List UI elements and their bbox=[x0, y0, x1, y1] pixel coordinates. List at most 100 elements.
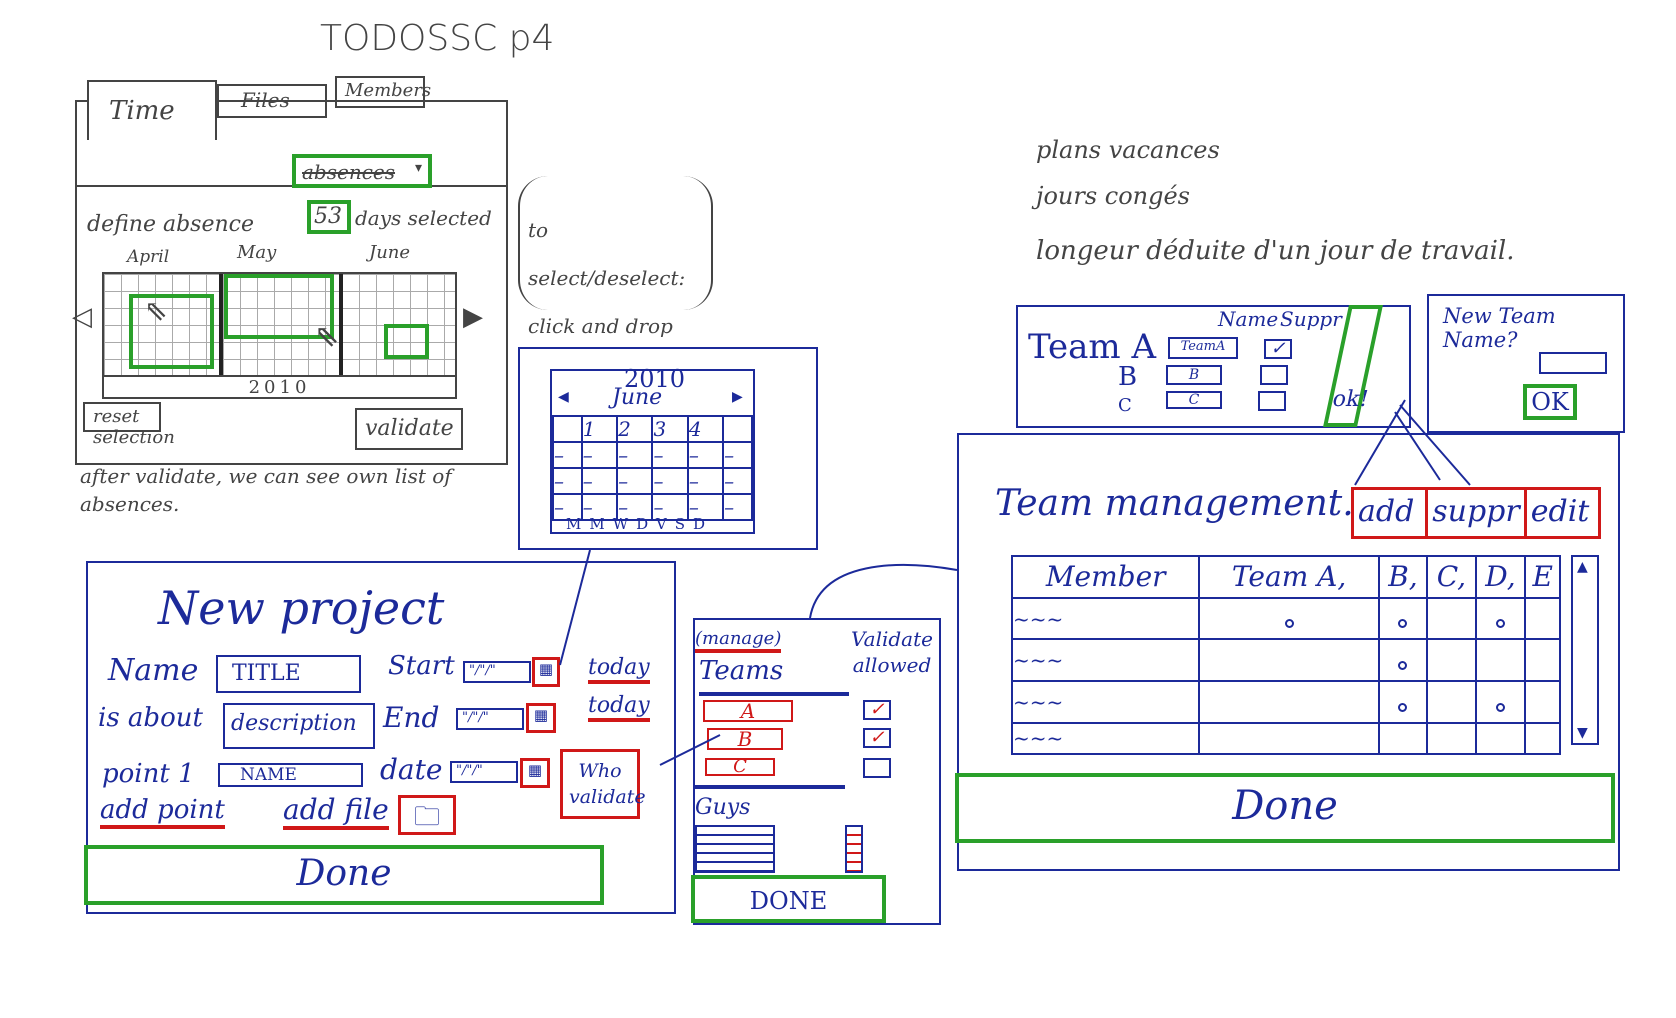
tab-time[interactable]: Time bbox=[87, 80, 217, 140]
scroll-up-icon[interactable]: ▲ bbox=[1577, 559, 1588, 575]
point-input[interactable]: NAME bbox=[218, 763, 363, 787]
table-row[interactable]: ~~~ bbox=[1010, 680, 1561, 724]
french-note-1: plans vacances bbox=[1036, 136, 1220, 164]
team-name-input[interactable]: TeamA bbox=[1168, 337, 1238, 359]
picker-next-icon[interactable]: ▶ bbox=[732, 389, 743, 405]
add-team-button[interactable]: add bbox=[1354, 490, 1429, 536]
absences-dropdown[interactable]: absences▾ bbox=[292, 154, 432, 188]
membership-cell[interactable] bbox=[1426, 638, 1477, 683]
table-header-row: Member Team A, B, C, D, E bbox=[1010, 555, 1561, 599]
day-cell[interactable]: 2 bbox=[616, 415, 654, 443]
table-row[interactable]: ~~~ bbox=[1010, 721, 1561, 756]
guys-checkboxes[interactable] bbox=[845, 825, 863, 873]
membership-cell[interactable] bbox=[1474, 680, 1527, 724]
validate-checkbox[interactable] bbox=[863, 758, 891, 778]
end-date-input[interactable]: "/"/" bbox=[456, 708, 524, 730]
membership-cell[interactable] bbox=[1198, 596, 1380, 641]
suppr-team-button[interactable]: suppr bbox=[1428, 490, 1527, 536]
name-input[interactable]: TITLE bbox=[216, 655, 361, 693]
new-team-ok-button[interactable]: OK bbox=[1523, 384, 1577, 420]
day-cell[interactable]: 4 bbox=[686, 415, 725, 443]
suppr-header: Suppr bbox=[1280, 307, 1342, 331]
calendar-icon[interactable]: ▦ bbox=[526, 703, 556, 733]
day-cell[interactable]: 1 bbox=[580, 415, 619, 443]
tab-files[interactable]: Files bbox=[217, 84, 327, 118]
team-management-done-button[interactable]: Done bbox=[955, 773, 1615, 843]
membership-cell[interactable] bbox=[1377, 680, 1429, 724]
folder-icon[interactable]: 🗀 bbox=[398, 795, 456, 835]
new-project-done-button[interactable]: Done bbox=[84, 845, 604, 905]
membership-cell[interactable] bbox=[1524, 638, 1561, 683]
team-item[interactable]: A bbox=[703, 700, 793, 722]
edit-team-button[interactable]: edit bbox=[1530, 494, 1590, 529]
membership-cell[interactable] bbox=[1198, 638, 1380, 683]
new-project-panel: New project Name TITLE is about descript… bbox=[84, 561, 676, 914]
point-date-input[interactable]: "/"/" bbox=[450, 761, 518, 783]
add-file-link[interactable]: add file bbox=[283, 793, 389, 830]
start-label: Start bbox=[388, 651, 455, 681]
guys-label: Guys bbox=[695, 795, 751, 820]
new-team-name-input[interactable] bbox=[1539, 352, 1607, 374]
membership-cell[interactable] bbox=[1198, 721, 1380, 756]
new-team-dialog: New Team Name? OK bbox=[1427, 294, 1625, 433]
prev-arrow-icon[interactable]: ◁ bbox=[72, 302, 92, 332]
selection-block bbox=[129, 294, 214, 369]
connector-line bbox=[659, 734, 721, 766]
suppr-checkbox[interactable] bbox=[1260, 365, 1288, 385]
calendar-icon[interactable]: ▦ bbox=[520, 758, 550, 788]
about-input[interactable]: description bbox=[223, 703, 375, 749]
table-row[interactable]: ~~~ bbox=[1010, 596, 1561, 641]
table-scrollbar[interactable]: ▲ ▼ bbox=[1571, 555, 1599, 745]
scroll-down-icon[interactable]: ▼ bbox=[1577, 725, 1588, 741]
next-arrow-icon[interactable]: ▶ bbox=[463, 302, 483, 332]
membership-cell[interactable] bbox=[1474, 638, 1527, 683]
team-item[interactable]: C bbox=[705, 758, 775, 776]
team-name-input[interactable]: B bbox=[1166, 365, 1222, 385]
define-absence-label: define absence bbox=[87, 212, 254, 237]
guys-list[interactable] bbox=[695, 825, 775, 873]
team-name-input[interactable]: C bbox=[1166, 391, 1222, 409]
membership-cell[interactable] bbox=[1524, 680, 1561, 724]
reset-button[interactable]: reset selection bbox=[83, 402, 175, 448]
membership-cell[interactable] bbox=[1474, 596, 1527, 641]
validate-button[interactable]: validate bbox=[355, 408, 463, 450]
add-point-link[interactable]: add point bbox=[100, 795, 225, 829]
team-item[interactable]: B bbox=[707, 728, 783, 750]
membership-cell[interactable] bbox=[1377, 638, 1429, 683]
team-actions: add suppr edit bbox=[1351, 487, 1601, 539]
manage-teams-link[interactable]: (manage) bbox=[695, 628, 782, 653]
column-header: Member bbox=[1010, 555, 1201, 599]
end-today-link[interactable]: today bbox=[588, 693, 650, 722]
who-validate-button[interactable]: Who validate bbox=[560, 749, 646, 819]
membership-cell[interactable] bbox=[1426, 721, 1477, 756]
teams-done-button[interactable]: DONE bbox=[691, 875, 886, 923]
team-b-label: B bbox=[1118, 362, 1138, 392]
page-title: TODOSSC p4 bbox=[320, 18, 555, 59]
membership-cell[interactable] bbox=[1377, 596, 1429, 641]
start-date-input[interactable]: "/"/" bbox=[463, 661, 531, 683]
member-dot-icon bbox=[1495, 702, 1505, 712]
tab-members[interactable]: Members bbox=[335, 76, 431, 108]
membership-cell[interactable] bbox=[1198, 680, 1380, 724]
membership-cell[interactable] bbox=[1524, 596, 1561, 641]
absence-calendar-grid[interactable]: ⇖ ⇖ bbox=[102, 272, 457, 377]
table-row[interactable]: ~~~ bbox=[1010, 638, 1561, 683]
validate-checkbox[interactable]: ✓ bbox=[863, 700, 891, 720]
membership-cell[interactable] bbox=[1377, 721, 1429, 756]
column-header: D, bbox=[1474, 555, 1527, 599]
membership-cell[interactable] bbox=[1426, 596, 1477, 641]
suppr-checkbox[interactable] bbox=[1258, 391, 1286, 411]
validate-checkbox[interactable]: ✓ bbox=[863, 728, 891, 748]
membership-cell[interactable] bbox=[1474, 721, 1527, 756]
membership-cell[interactable] bbox=[1524, 721, 1561, 756]
suppr-checkbox[interactable]: ✓ bbox=[1264, 339, 1292, 359]
start-today-link[interactable]: today bbox=[588, 655, 650, 684]
calendar-icon[interactable]: ▦ bbox=[532, 657, 560, 687]
month-may: May bbox=[237, 242, 277, 263]
membership-cell[interactable] bbox=[1426, 680, 1477, 724]
point-label: point 1 bbox=[102, 759, 195, 789]
picker-prev-icon[interactable]: ◀ bbox=[558, 389, 569, 405]
picker-month: June bbox=[612, 385, 663, 410]
day-cell[interactable]: 3 bbox=[651, 415, 689, 443]
